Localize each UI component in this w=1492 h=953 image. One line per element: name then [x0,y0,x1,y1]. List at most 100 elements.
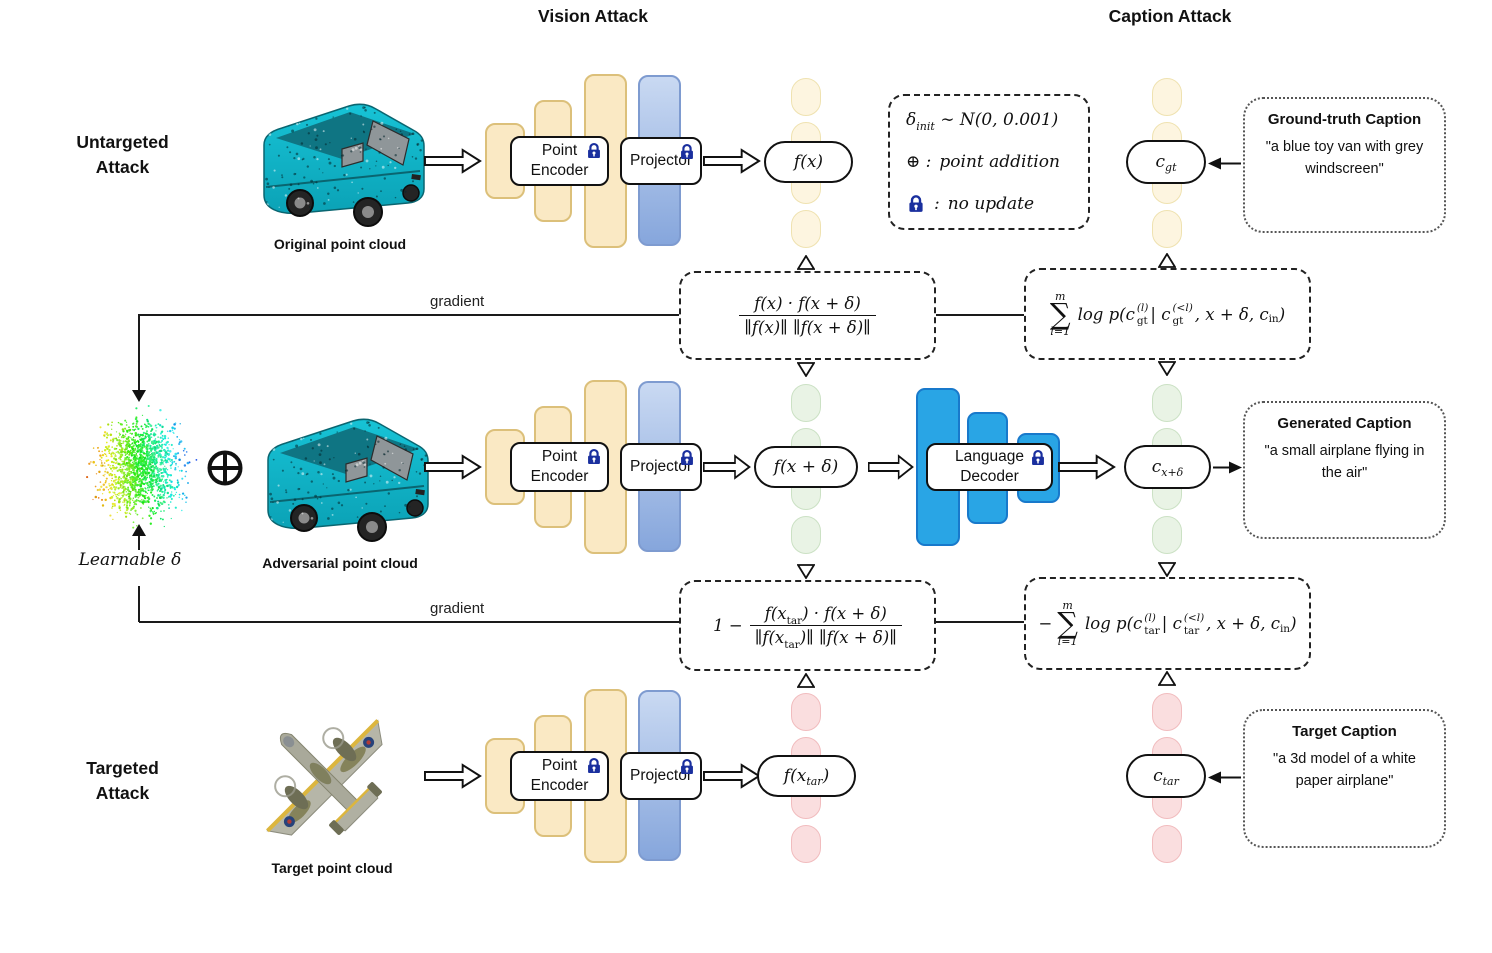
feature-token [791,210,821,248]
point-encoder-box-row1: Point Encoder [510,136,609,186]
vision-targeted-loss-box: 1 − f(xtar) · f(x + δ) ∥f(xtar)∥ ∥f(x + … [679,580,936,671]
lock-icon [906,193,926,214]
lock-icon [585,141,603,160]
legend-no-update: : no update [906,193,1034,214]
point-encoder-box-row3: Point Encoder [510,751,609,801]
caption-to-cgt-arrow [1208,157,1242,170]
caption-targeted-loss-box: − m ∑ l=1 log p(c(l)tar | c(<l)tar, x + … [1024,577,1311,670]
gradient-line-vertical-mid [138,533,140,550]
feature-token [1152,693,1182,731]
feature-token [791,78,821,116]
c-to-generated-caption-arrow [1213,461,1242,474]
arrowhead-down-icon [796,564,816,580]
feature-token [791,516,821,554]
target-point-cloud-label: Target point cloud [271,860,393,876]
legend-point-addition: ⊕ : point addition [906,151,1060,172]
lock-icon [585,447,603,466]
flow-arrow-icon [424,148,482,174]
gradient-line-bottom [139,621,679,623]
gradient-line-top [139,314,679,316]
lock-icon [678,448,696,467]
projector-box-row2: Projector [620,443,702,491]
f-x-label: f(x) [793,152,824,172]
projector-label: Projector [629,457,693,475]
f-x-delta-label: f(x + δ) [773,457,839,477]
feature-token [791,384,821,422]
learnable-delta-cloud [86,404,198,529]
vision-attack-header: Vision Attack [538,6,648,26]
flow-arrow-icon [703,763,761,789]
language-decoder-box: Language Decoder [926,443,1053,491]
target-caption-text: "a 3d model of a white paper airplane" [1273,751,1416,789]
vision-untargeted-loss-box: f(x) · f(x + δ) ∥f(x)∥ ∥f(x + δ)∥ [679,271,936,360]
learnable-delta-label: Learnable δ [78,550,182,570]
arrowhead-up-icon [796,672,816,688]
lock-icon [678,757,696,776]
flow-arrow-icon [868,454,914,480]
original-point-cloud-label: Original point cloud [273,236,407,252]
feature-token [1152,210,1182,248]
legend-box: δinit ∼ N(0, 0.001) ⊕ : point addition :… [888,94,1090,230]
feature-token [1152,516,1182,554]
generated-caption-title: Generated Caption [1277,415,1412,432]
adversarial-point-cloud-label: Adversarial point cloud [262,555,418,571]
feature-token [791,693,821,731]
point-encoder-label: Point Encoder [530,141,589,179]
gradient-line-vertical-bottom [138,586,140,622]
gradient-label-bottom: gradient [430,600,485,617]
projector-label: Projector [629,766,693,784]
point-addition-icon [207,450,243,486]
point-encoder-label: Point Encoder [530,447,589,485]
lock-icon [1029,448,1047,467]
generated-caption-box: Generated Caption "a small airplane flyi… [1243,401,1446,539]
arrowhead-up-icon [1157,252,1177,268]
gradient-label-top: gradient [430,293,485,310]
ground-truth-caption-box: Ground-truth Caption "a blue toy van wit… [1243,97,1446,233]
arrowhead-down-icon [796,362,816,378]
lock-icon [585,756,603,775]
ground-truth-caption-text: "a blue toy van with grey windscreen" [1265,139,1424,177]
projector-box-row3: Projector [620,752,702,800]
feature-token [791,825,821,863]
untargeted-attack-label: Untargeted Attack [76,132,169,178]
point-encoder-label: Point Encoder [530,756,589,794]
targeted-attack-label: Targeted Attack [86,758,159,804]
legend-delta-init: δinit ∼ N(0, 0.001) [906,110,1059,133]
target-caption-title: Target Caption [1292,723,1397,740]
arrowhead-up-icon [1157,670,1177,686]
feature-token [1152,384,1182,422]
original-point-cloud-image [246,80,436,232]
projector-box-row1: Projector [620,137,702,185]
flow-arrow-icon [424,454,482,480]
point-encoder-box-row2: Point Encoder [510,442,609,492]
projector-label: Projector [629,151,693,169]
flow-arrow-icon [703,148,761,174]
caption-to-ctar-arrow [1208,771,1242,784]
arrowhead-up-icon [796,254,816,270]
feature-token [1152,78,1182,116]
feature-token [1152,825,1182,863]
loss-connector-bottom [936,621,1024,623]
arrowhead-up-solid-icon [131,524,147,537]
adversarial-point-cloud-image [250,396,440,546]
target-point-cloud-image [266,719,383,836]
f-x-delta-node: f(x + δ) [754,446,858,488]
flow-arrow-icon [1058,454,1116,480]
flow-arrow-icon [424,763,482,789]
lock-icon [678,142,696,161]
target-caption-box: Target Caption "a 3d model of a white pa… [1243,709,1446,848]
ground-truth-caption-title: Ground-truth Caption [1267,111,1422,128]
caption-untargeted-loss-box: m ∑ l=1 log p(c(l)gt | c(<l)gt, x + δ, c… [1024,268,1311,360]
gradient-line-vertical-top [138,314,140,392]
language-decoder-label: Language Decoder [955,447,1024,485]
loss-connector-top [936,314,1024,316]
flow-arrow-icon [703,454,751,480]
arrowhead-down-icon [1157,361,1177,377]
arrowhead-down-icon [1157,562,1177,578]
f-x-node: f(x) [764,141,853,183]
